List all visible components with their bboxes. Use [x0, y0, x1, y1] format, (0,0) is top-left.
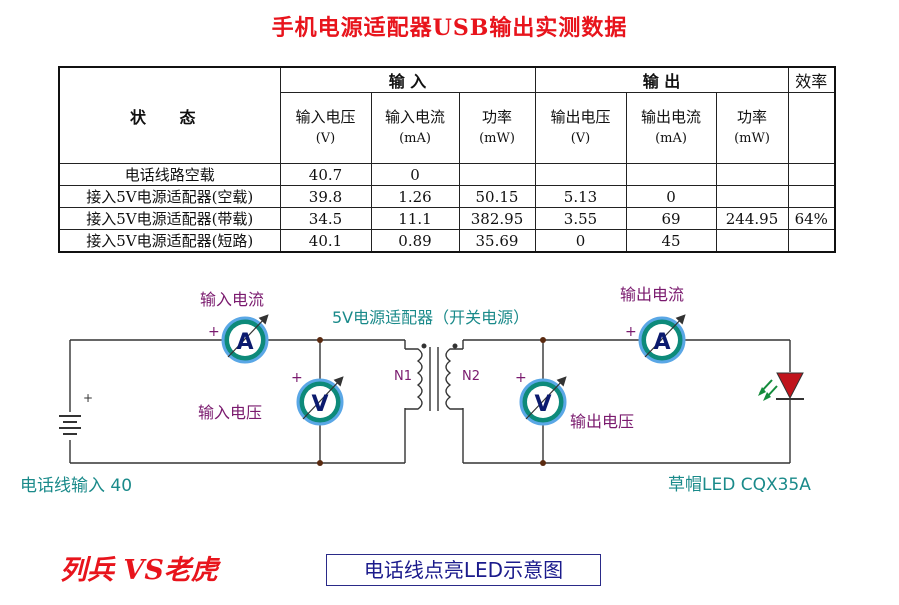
cell-in-voltage: 34.5 — [279, 207, 372, 230]
cell-in-voltage: 40.1 — [279, 229, 372, 253]
output-group-header: 输 出 — [534, 66, 789, 93]
led-label: 草帽LED CQX35A — [668, 475, 811, 495]
input-voltmeter-plus: + — [291, 370, 303, 386]
col-output-power: 功率(mW) — [715, 92, 789, 164]
col-output-current: 输出电流(mA) — [625, 92, 717, 164]
row-state: 接入5V电源适配器(短路) — [58, 229, 281, 253]
measurement-table: 状 态 输 入 输 出 效率 输入电压(V) 输入电流(mA) 功率(mW) 输… — [58, 66, 836, 253]
cell-efficiency — [787, 229, 836, 253]
n1-label: N1 — [394, 369, 412, 384]
input-current-label: 输入电流 — [200, 290, 264, 309]
source-label: 电话线输入 40 — [20, 476, 132, 496]
cell-efficiency: 64% — [787, 207, 836, 230]
cell-in-current: 11.1 — [370, 207, 460, 230]
col-input-power: 功率(mW) — [458, 92, 536, 164]
led-icon — [758, 372, 804, 401]
battery-icon — [59, 415, 81, 435]
table-row: 接入5V电源适配器(带载) 34.5 11.1 382.95 3.55 69 2… — [58, 207, 836, 230]
table-row: 接入5V电源适配器(短路) 40.1 0.89 35.69 0 45 — [58, 229, 836, 253]
adapter-label: 5V电源适配器（开关电源） — [332, 308, 529, 327]
output-ammeter-icon — [638, 314, 686, 364]
diagram-caption: 电话线点亮LED示意图 — [326, 554, 601, 586]
row-state: 接入5V电源适配器(带载) — [58, 207, 281, 230]
output-voltmeter-icon — [519, 376, 567, 426]
output-ammeter-plus: + — [625, 324, 637, 340]
cell-out-current: 69 — [625, 207, 717, 230]
page-title: 手机电源适配器USB输出实测数据 — [271, 15, 628, 41]
circuit-wires — [69, 339, 791, 464]
output-voltmeter-plus: + — [515, 370, 527, 386]
col-output-voltage: 输出电压(V) — [534, 92, 627, 164]
input-ammeter-symbol: A — [236, 330, 253, 355]
input-ammeter-plus: + — [208, 324, 220, 340]
cell-out-voltage: 3.55 — [534, 207, 627, 230]
row-state: 电话线路空载 — [58, 163, 281, 186]
author-signature: 列兵 VS老虎 — [60, 555, 218, 586]
wire-junctions — [317, 337, 546, 466]
cell-in-power: 382.95 — [458, 207, 536, 230]
table-header-column-row: 输入电压(V) 输入电流(mA) 功率(mW) 输出电压(V) 输出电流(mA)… — [59, 92, 836, 164]
output-ammeter-symbol: A — [653, 330, 670, 355]
input-voltage-label: 输入电压 — [198, 403, 262, 422]
row-state: 接入5V电源适配器(空载) — [58, 185, 281, 208]
col-efficiency-blank — [787, 92, 836, 164]
input-voltmeter-symbol: V — [311, 392, 328, 417]
n2-label: N2 — [462, 369, 480, 384]
cell-in-current: 1.26 — [370, 185, 460, 208]
transformer-icon — [405, 343, 463, 411]
input-voltmeter-icon — [296, 376, 344, 426]
cell-out-current: 45 — [625, 229, 717, 253]
input-ammeter-icon — [221, 314, 269, 364]
col-input-current: 输入电流(mA) — [370, 92, 460, 164]
output-voltage-label: 输出电压 — [570, 412, 634, 431]
battery-plus: + — [83, 391, 93, 405]
table-row: 接入5V电源适配器(空载) 39.8 1.26 50.15 5.13 0 — [58, 185, 836, 208]
cell-in-current: 0.89 — [370, 229, 460, 253]
output-current-label: 输出电流 — [620, 285, 684, 304]
cell-out-power: 244.95 — [715, 207, 789, 230]
output-voltmeter-symbol: V — [534, 392, 551, 417]
